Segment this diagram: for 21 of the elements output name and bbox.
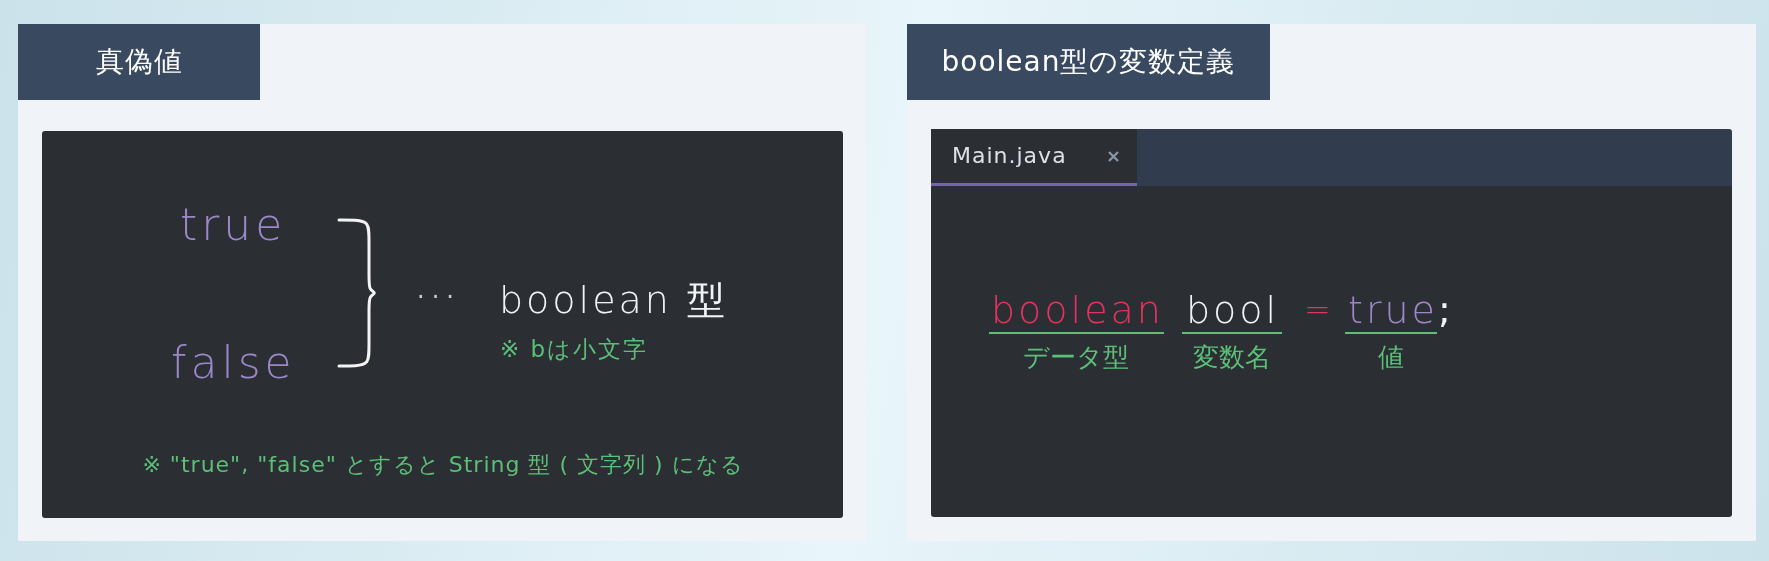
code-literal: false [171,340,296,385]
file-tab: Main.java [931,129,1137,186]
note: ※ "true", "false" とすると String 型 ( 文字列 ) になる [142,454,744,477]
annotation-label: 変数名 [1193,344,1271,370]
code-literal: true [180,202,287,247]
code-operator: = [1304,292,1331,325]
ellipsis: ··· [417,284,461,309]
annotation-label: データ型 [1023,344,1129,370]
code-literal: true [1348,290,1438,329]
code-punctuation: ; [1438,290,1451,329]
code-identifier: bool [1186,290,1280,329]
code-block [42,131,843,518]
panel [18,24,866,541]
code-keyword: boolean [991,290,1164,329]
panel [907,24,1756,541]
type-label: boolean 型 [499,280,728,319]
annotation-label: 値 [1378,344,1404,370]
note: ※ bは小文字 [500,337,649,361]
panel-title: 真偽値 [18,24,260,100]
panel-title: boolean型の変数定義 [907,24,1270,100]
editor-window [931,129,1732,517]
